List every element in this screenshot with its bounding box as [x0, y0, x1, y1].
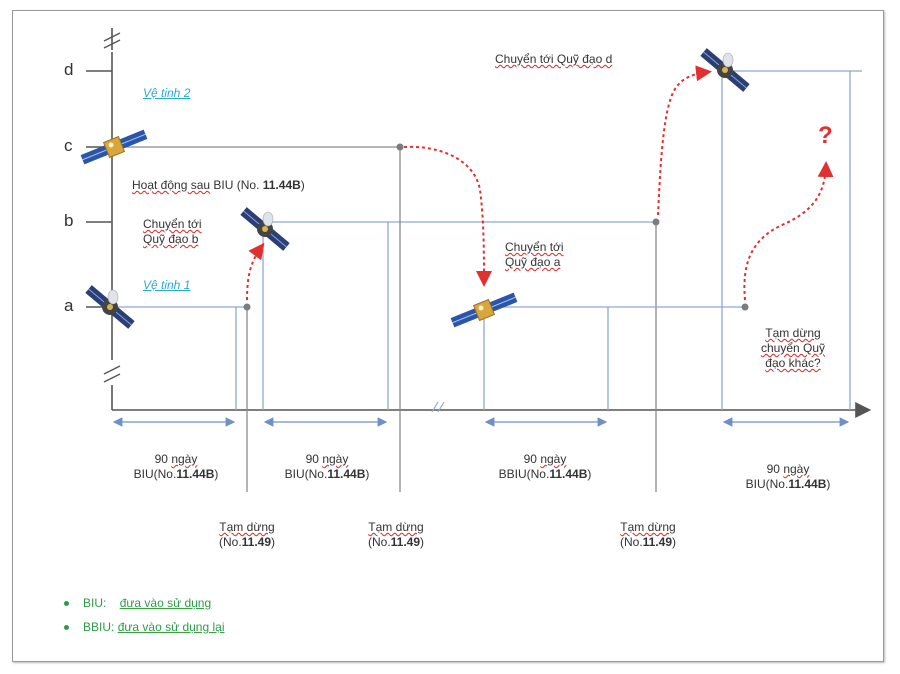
bullet-icon	[64, 601, 69, 607]
period-label-1: 90 ngày BIU(No.11.44B)	[133, 452, 219, 481]
move-to-b-label: Chuyển tới Quỹ đạo b	[143, 217, 202, 246]
operating-after-biu-label: Hoạt động sau BIU (No. 11.44B)	[132, 178, 305, 192]
legend-item-biu: BIU: đưa vào sử dụng	[64, 596, 211, 610]
transition-b-to-d	[657, 65, 712, 216]
satellite-2-label: Vệ tinh 2	[143, 86, 191, 100]
suspension-label-2: Tạm dừng (No.11.49)	[367, 520, 425, 549]
transition-a-to-b	[246, 242, 265, 301]
period-label-4: 90 ngày BIU(No.11.44B)	[745, 462, 831, 491]
level-label-b: b	[64, 211, 74, 230]
question-mark: ?	[818, 122, 833, 149]
move-to-a-label: Chuyển tới Quỹ đạo a	[505, 240, 564, 269]
level-label-c: c	[64, 136, 73, 155]
x-axis-break	[431, 401, 439, 413]
diagram-frame	[12, 10, 884, 662]
period-label-2: 90 ngày BIU(No.11.44B)	[284, 452, 370, 481]
period-label-3: 90 ngày BBIU(No.11.44B)	[498, 452, 592, 481]
transition-unknown	[743, 161, 834, 301]
suspend-other-orbit-label: Tạm dừng chuyển Quỹ đạo khác?	[760, 326, 826, 370]
satellite-1-at-b-icon	[239, 206, 291, 252]
suspension-label-1: Tạm dừng (No.11.49)	[218, 520, 276, 549]
level-label-a: a	[64, 296, 74, 315]
suspension-label-3: Tạm dừng (No.11.49)	[619, 520, 677, 549]
level-label-d: d	[64, 60, 74, 79]
move-to-d-label: Chuyển tới Quỹ đạo d	[495, 52, 613, 66]
y-axis-break	[103, 373, 121, 383]
satellite-1-label: Vệ tinh 1	[143, 278, 191, 292]
transition-c-to-a	[403, 145, 492, 287]
satellite-at-d-icon	[699, 47, 751, 93]
y-axis-break-top	[103, 39, 121, 49]
legend-item-bbiu: BBIU: đưa vào sử dụng lại	[64, 620, 225, 634]
bullet-icon	[64, 625, 69, 631]
